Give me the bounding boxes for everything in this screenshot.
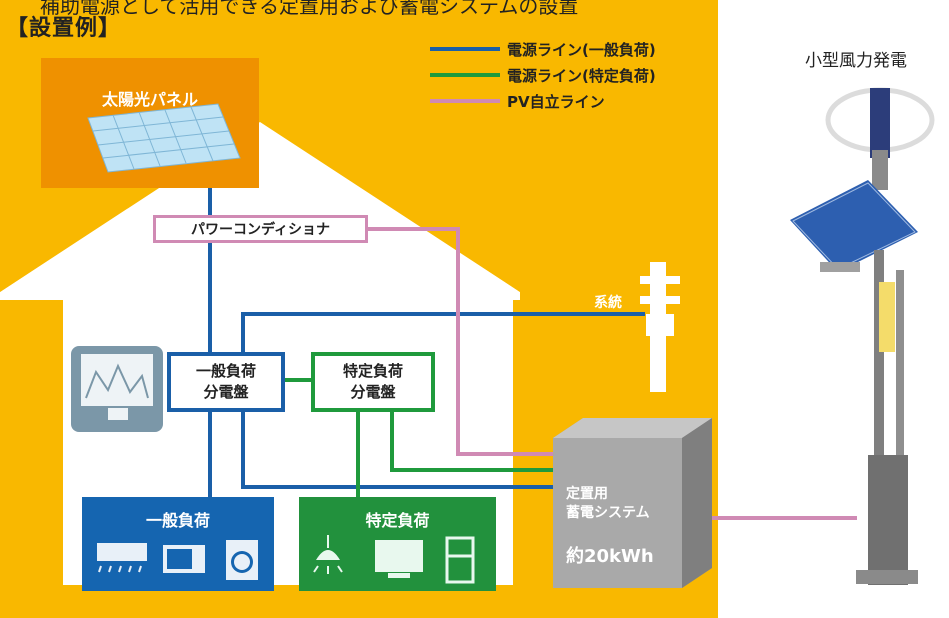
top-caption: 補助電源として活用できる定置用および蓄電システムの設置 xyxy=(40,0,579,18)
general-load-label: 一般負荷 xyxy=(145,511,210,530)
storage-capacity: 約20kWh xyxy=(566,546,654,567)
pv-line xyxy=(368,227,553,456)
specific-distribution-board: 特定負荷 分電盤 xyxy=(311,352,435,412)
storage-system-graphic xyxy=(553,418,712,588)
storage-label: 定置用 蓄電システム xyxy=(566,485,650,523)
wind-turbine-illustration xyxy=(790,87,935,585)
general-board-line1: 一般負荷 xyxy=(195,362,256,380)
general-line-grid xyxy=(241,312,645,355)
power-conditioner-label: パワーコンディショナ xyxy=(190,222,331,238)
utility-pole-icon xyxy=(640,262,680,392)
wind-power-title: 小型風力発電 xyxy=(805,51,907,71)
specific-line-storage xyxy=(390,410,553,472)
legend-label-specific: 電源ライン(特定負荷) xyxy=(507,67,656,85)
grid-label: 系統 xyxy=(594,295,622,311)
general-distribution-board: 一般負荷 分電盤 xyxy=(167,352,285,412)
specific-board-line1: 特定負荷 xyxy=(342,362,403,380)
solar-panel-icon xyxy=(87,103,241,173)
specific-load-label: 特定負荷 xyxy=(365,511,430,530)
diagram-heading: 【設置例】 xyxy=(6,16,122,41)
legend-label-general: 電源ライン(一般負荷) xyxy=(507,41,656,59)
storage-label-line1: 定置用 xyxy=(566,486,608,502)
legend-label-pv: PV自立ライン xyxy=(507,93,605,111)
general-board-line2: 分電盤 xyxy=(203,383,249,401)
power-conditioner-box: パワーコンディショナ xyxy=(153,215,368,243)
solar-panel-label: 太陽光パネル xyxy=(101,90,198,109)
general-line-storage xyxy=(241,410,553,489)
specific-board-line2: 分電盤 xyxy=(350,383,396,401)
monitor-icon xyxy=(71,346,163,432)
storage-label-line2: 蓄電システム xyxy=(566,504,650,521)
